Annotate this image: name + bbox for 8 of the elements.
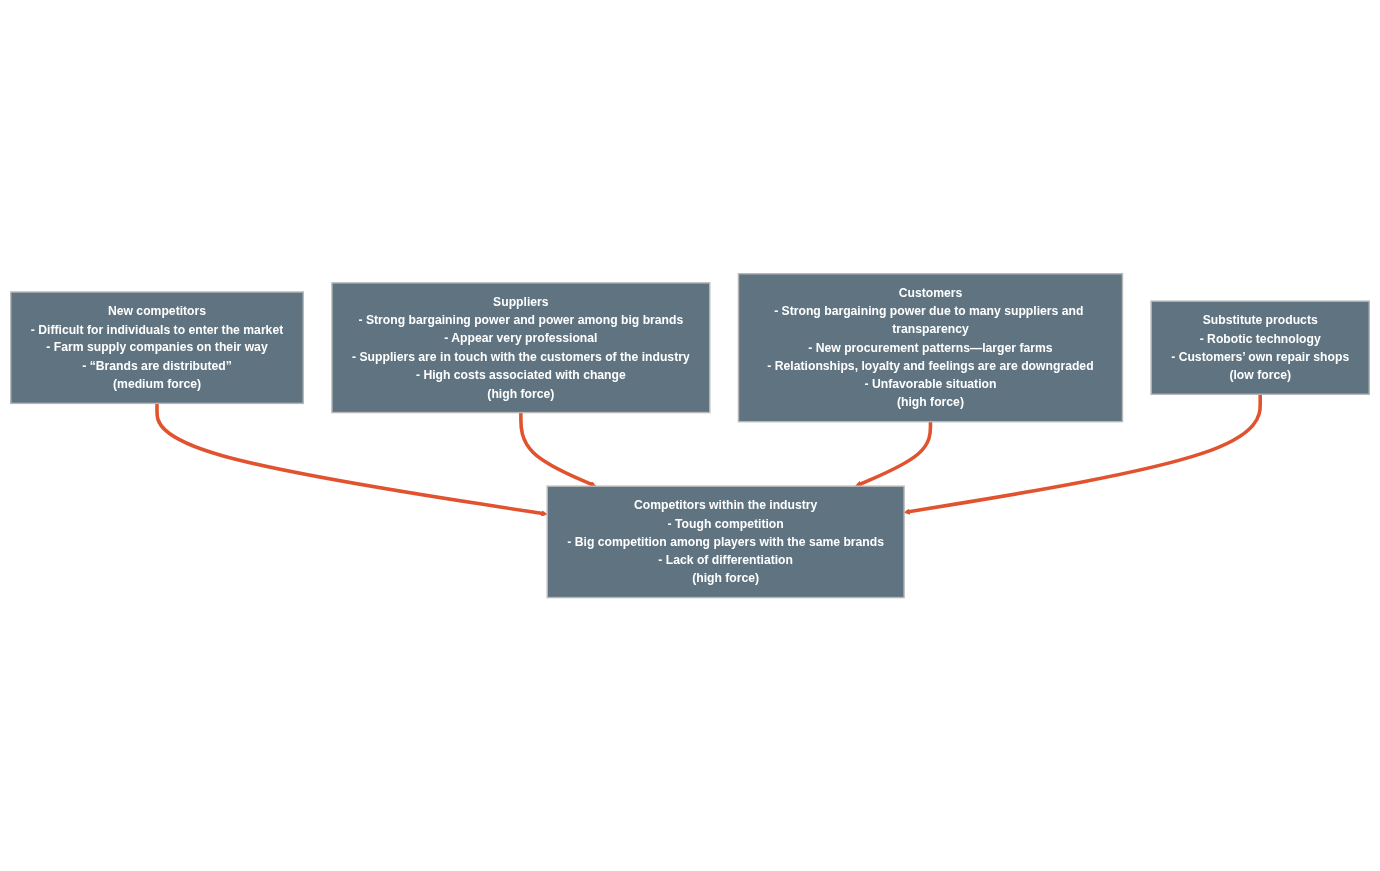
arrow — [519, 412, 597, 487]
node-box: Suppliers - Strong bargaining power and power among big brands - Appear very professional - Suppliers are in touch with the customers of the industry - High costs associated with change (high force) — [331, 282, 711, 414]
node-box: Customers - Strong bargaining power due to many suppliers and transparency - New procurement patterns—larger farms - Relationships, loyalty and feelings are are downgraded - Unfavorable situation (high force) — [737, 272, 1124, 423]
node-box: Substitute products - Robotic technology - Customers’ own repair shops (low force) — [1150, 300, 1370, 395]
node-box: Competitors within the industry - Tough competition - Big competition among players with the same brands - Lack of differentiation (high force) — [546, 485, 905, 599]
node-box: New competitors - Difficult for individuals to enter the market - Farm supply companies on their way - “Brands are distributed” (medium force) — [10, 291, 304, 404]
arrow — [855, 421, 933, 487]
arrow — [155, 403, 548, 517]
